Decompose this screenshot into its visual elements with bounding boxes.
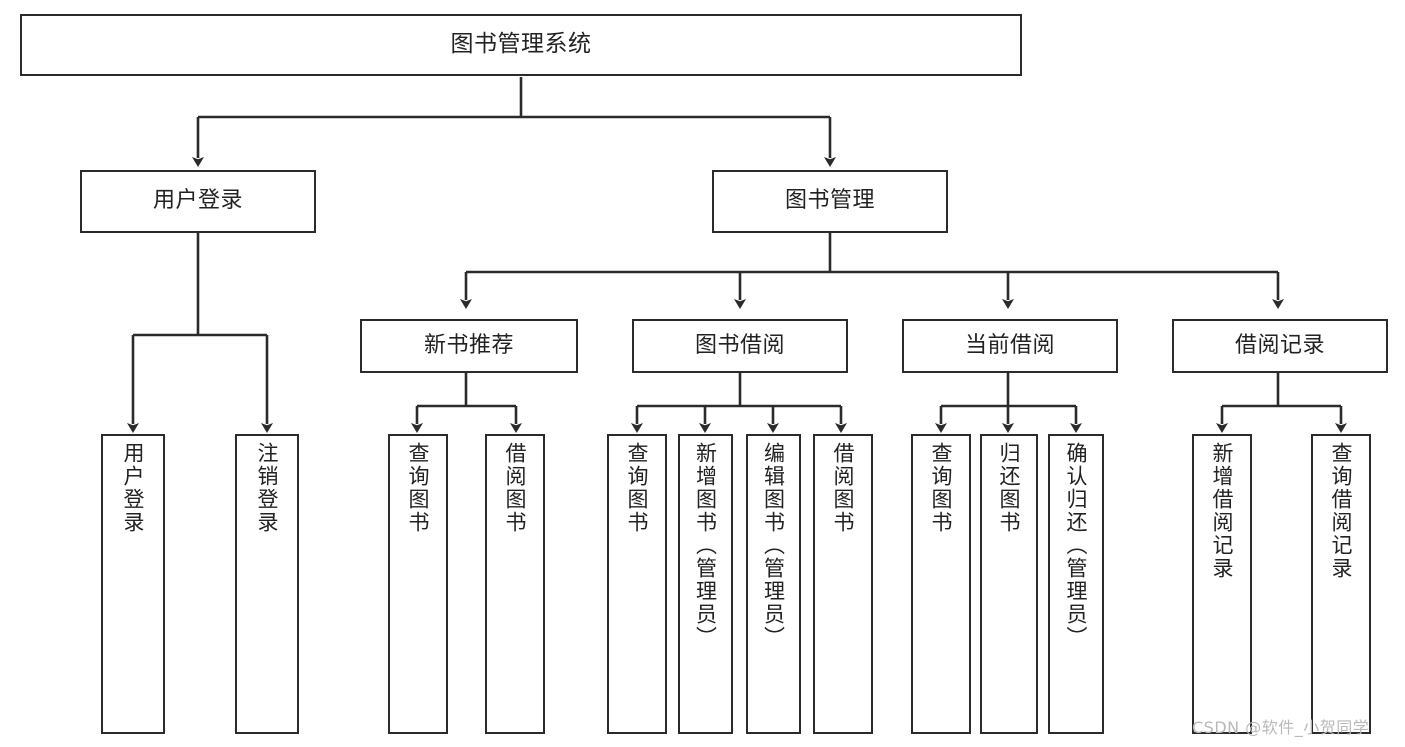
leaf-borrow-add-book-label: 新增图书（管理员） [693, 442, 718, 649]
node-borrow-records[interactable]: 借阅记录 [1172, 319, 1388, 373]
leaf-new-book-query[interactable]: 查询图书 [388, 434, 448, 734]
leaf-current-query[interactable]: 查询图书 [911, 434, 971, 734]
leaf-current-return-label: 归还图书 [997, 442, 1022, 534]
node-new-book-recommend-label: 新书推荐 [423, 332, 514, 358]
leaf-current-confirm-return-label: 确认归还（管理员） [1064, 442, 1089, 649]
leaf-borrow-edit-book-label: 编辑图书（管理员） [761, 442, 786, 649]
node-current-borrow[interactable]: 当前借阅 [902, 319, 1118, 373]
leaf-borrow-add-book[interactable]: 新增图书（管理员） [678, 434, 733, 734]
leaf-new-book-borrow[interactable]: 借阅图书 [485, 434, 545, 734]
node-book-management-label: 图书管理 [784, 188, 875, 214]
node-book-management[interactable]: 图书管理 [712, 170, 948, 233]
leaf-current-return[interactable]: 归还图书 [980, 434, 1038, 734]
leaf-user-login-signin-label: 用户登录 [121, 442, 146, 534]
leaf-borrow-edit-book[interactable]: 编辑图书（管理员） [746, 434, 801, 734]
node-new-book-recommend[interactable]: 新书推荐 [360, 319, 578, 373]
node-book-borrow[interactable]: 图书借阅 [632, 319, 848, 373]
csdn-watermark: CSDN @软件_小贺同学 [1192, 718, 1370, 737]
leaf-borrow-borrow-book[interactable]: 借阅图书 [813, 434, 873, 734]
leaf-user-login-signout-label: 注销登录 [255, 442, 280, 534]
leaf-user-login-signout[interactable]: 注销登录 [235, 434, 299, 734]
node-current-borrow-label: 当前借阅 [964, 332, 1055, 358]
leaf-records-query[interactable]: 查询借阅记录 [1311, 434, 1371, 734]
leaf-borrow-borrow-book-label: 借阅图书 [831, 442, 856, 534]
leaf-new-book-query-label: 查询图书 [406, 442, 431, 534]
leaf-current-query-label: 查询图书 [929, 442, 954, 534]
node-borrow-records-label: 借阅记录 [1234, 332, 1325, 358]
leaf-user-login-signin[interactable]: 用户登录 [101, 434, 165, 734]
node-root-label: 图书管理系统 [450, 31, 592, 58]
leaf-borrow-query-label: 查询图书 [625, 442, 650, 534]
node-user-login-label: 用户登录 [152, 188, 243, 214]
leaf-records-query-label: 查询借阅记录 [1329, 442, 1354, 580]
leaf-records-add-label: 新增借阅记录 [1210, 442, 1235, 580]
node-root[interactable]: 图书管理系统 [20, 14, 1022, 76]
leaf-new-book-borrow-label: 借阅图书 [503, 442, 528, 534]
leaf-current-confirm-return[interactable]: 确认归还（管理员） [1048, 434, 1104, 734]
node-book-borrow-label: 图书借阅 [694, 332, 785, 358]
leaf-records-add[interactable]: 新增借阅记录 [1192, 434, 1252, 734]
node-user-login[interactable]: 用户登录 [80, 170, 316, 233]
leaf-borrow-query[interactable]: 查询图书 [607, 434, 667, 734]
